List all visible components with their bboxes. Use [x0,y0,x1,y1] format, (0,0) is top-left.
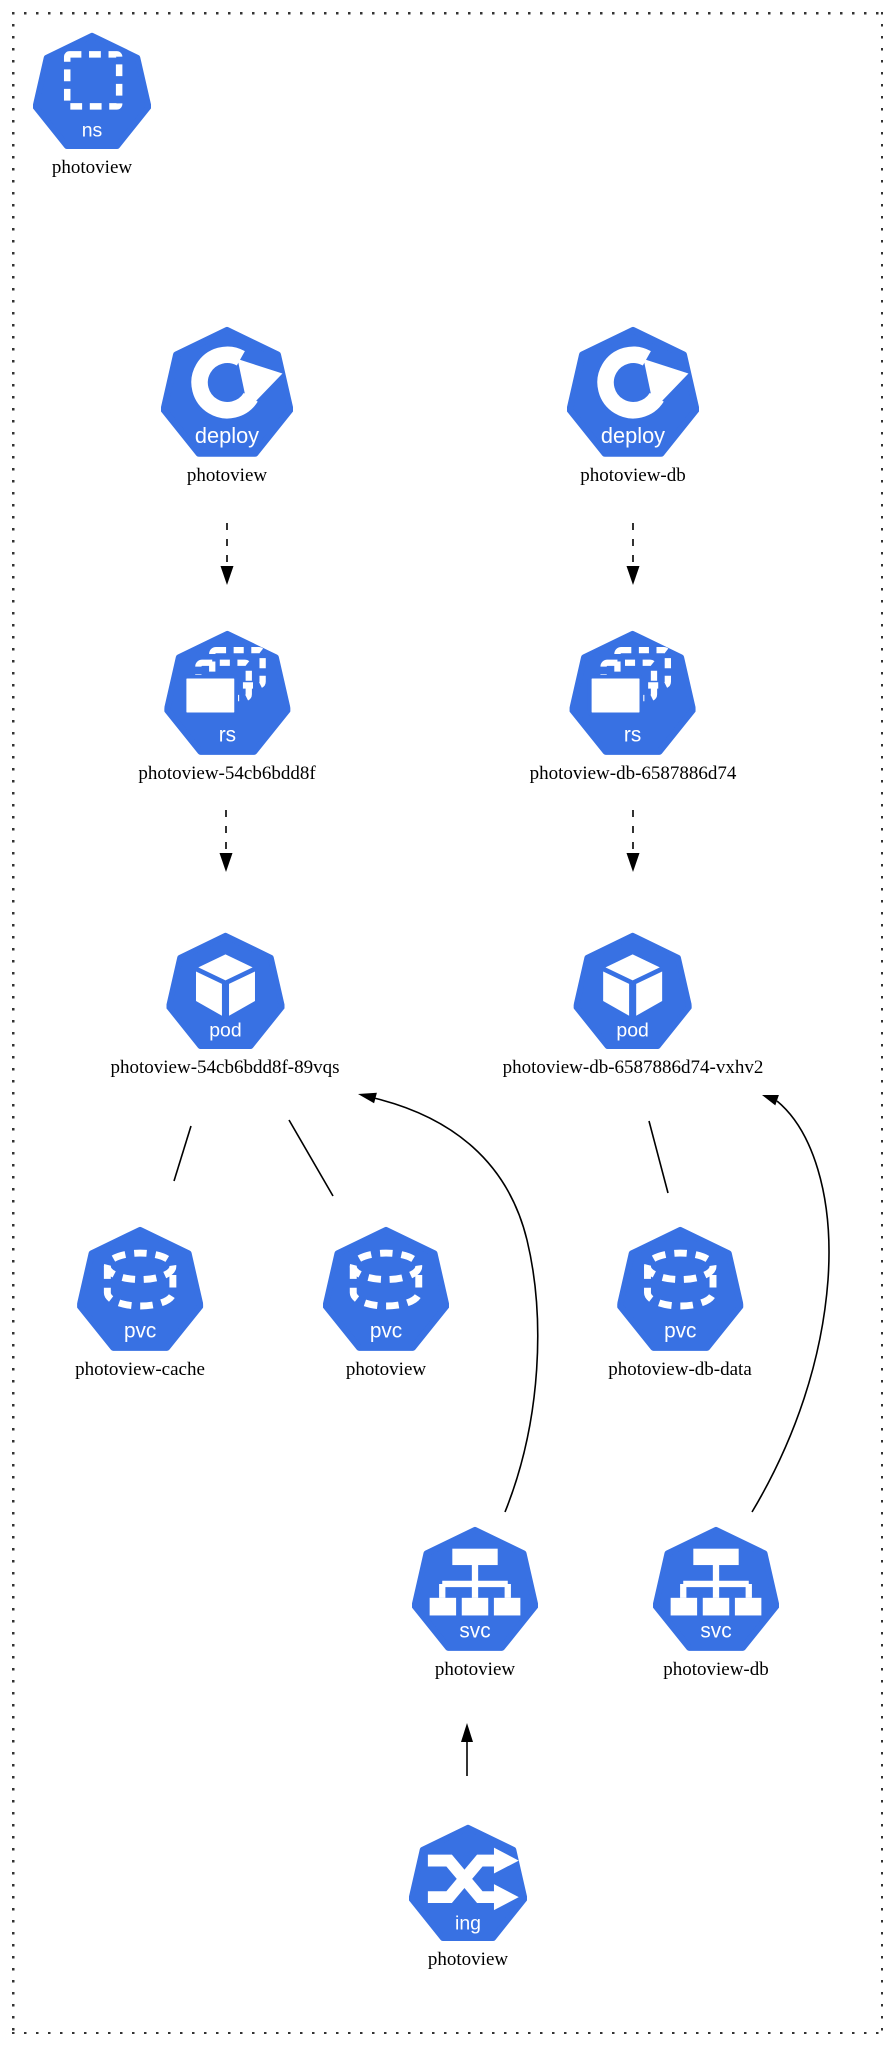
node-pod-photoview-54cb6bdd8f-89vqs: pod photoview-54cb6bdd8f-89vqs [110,932,340,1079]
deployment-kind-label: deploy [195,423,259,448]
edge-service-photoview-db-to-pod [751,1095,830,1513]
node-pod-photoview-db-6587886d74-vxhv2: pod photoview-db-6587886d74-vxhv2 [502,932,764,1079]
edge-deployment-photoview-to-replicaset [220,523,234,585]
service-kind-label: svc [700,1620,731,1643]
pod-icon: pod [166,932,284,1050]
node-service-photoview: svc photoview [412,1526,538,1681]
node-pvc-photoview-cache: pvc photoview-cache [75,1226,205,1381]
edge-replicaset-photoview-to-pod [219,810,233,872]
pvc-icon: pvc [617,1226,743,1352]
edge-pod-photoview-to-pvc-photoview [288,1119,334,1197]
edge-replicaset-photoview-db-to-pod [626,810,640,872]
pvc-icon: pvc [77,1226,203,1352]
node-service-photoview-db: svc photoview-db [653,1526,779,1681]
deployment-icon: deploy [161,326,293,458]
pod-kind-label: pod [617,1019,649,1041]
deployment-kind-label: deploy [601,423,665,448]
pod-kind-label: pod [209,1019,241,1041]
service-icon: svc [653,1526,779,1652]
node-namespace-photoview: ns photoview [33,32,151,179]
node-pvc-photoview-db-data: pvc photoview-db-data [608,1226,752,1381]
replicaset-kind-label: rs [218,724,235,747]
node-label: photoview-db-6587886d74 [529,763,737,784]
pvc-icon: pvc [323,1226,449,1352]
node-label: photoview-db-data [608,1359,752,1380]
node-replicaset-photoview-54cb6bdd8f: rs photoview-54cb6bdd8f [138,630,316,785]
pvc-kind-label: pvc [664,1320,696,1343]
deployment-icon: deploy [567,326,699,458]
pvc-kind-label: pvc [124,1320,156,1343]
edge-pod-photoview-db-to-pvc-photoview-db-data [648,1120,669,1194]
node-replicaset-photoview-db-6587886d74: rs photoview-db-6587886d74 [529,630,737,785]
node-label: photoview-54cb6bdd8f-89vqs [110,1057,340,1078]
ingress-kind-label: ing [455,1913,481,1935]
node-label: photoview-db-6587886d74-vxhv2 [502,1057,764,1078]
namespace-kind-label: ns [82,119,103,141]
node-label: photoview [427,1949,509,1970]
replicaset-kind-label: rs [624,724,641,747]
node-label: photoview-db [663,1659,769,1680]
node-label: photoview [434,1659,516,1680]
node-deployment-photoview: deploy photoview [161,326,293,487]
replicaset-icon: rs [570,630,696,756]
edge-deployment-photoview-db-to-replicaset [626,523,640,585]
node-label: photoview [345,1359,427,1380]
pvc-kind-label: pvc [370,1320,402,1343]
node-label: photoview-cache [75,1359,205,1380]
ingress-icon: ing [409,1824,527,1942]
service-icon: svc [412,1526,538,1652]
node-label: photoview-db [580,465,686,486]
edge-pod-photoview-to-pvc-photoview-cache [173,1125,192,1182]
service-kind-label: svc [459,1620,490,1643]
namespace-icon: ns [33,32,151,150]
node-deployment-photoview-db: deploy photoview-db [567,326,699,487]
node-pvc-photoview: pvc photoview [323,1226,449,1381]
pod-icon: pod [574,932,692,1050]
edge-ingress-photoview-to-service [461,1723,473,1776]
node-label: photoview [51,157,133,178]
node-label: photoview [186,465,268,486]
replicaset-icon: rs [164,630,290,756]
node-ingress-photoview: ing photoview [409,1824,527,1971]
node-label: photoview-54cb6bdd8f [138,763,316,784]
